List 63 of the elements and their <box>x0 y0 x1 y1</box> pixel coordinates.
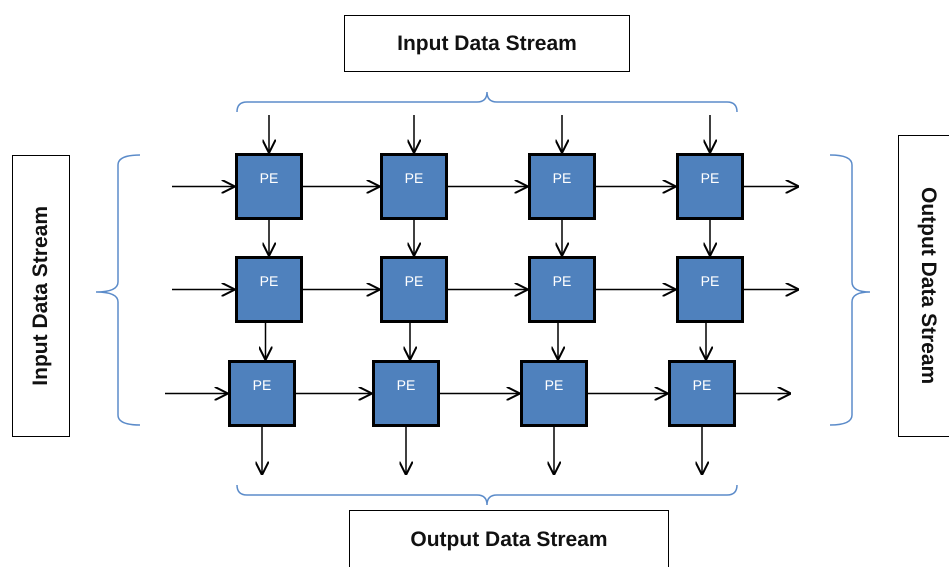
stream-label: Output Data Stream <box>916 187 940 385</box>
arrow <box>448 178 530 194</box>
arrow <box>172 178 236 194</box>
arrow <box>261 115 277 154</box>
arrow <box>165 386 230 402</box>
pe-label: PE <box>692 377 712 393</box>
pe-label: PE <box>260 273 278 289</box>
arrow <box>303 178 382 194</box>
arrow <box>172 282 236 298</box>
stream-label: Input Data Stream <box>29 206 53 386</box>
arrow <box>448 282 530 298</box>
processing-element-box <box>528 256 596 323</box>
pe-label: PE <box>404 170 424 186</box>
arrow <box>702 220 718 258</box>
processing-element-box <box>235 256 303 323</box>
arrow <box>554 220 570 258</box>
arrow <box>736 386 792 402</box>
processing-element-box <box>380 256 448 323</box>
pe-label: PE <box>552 273 572 289</box>
arrow <box>694 427 710 476</box>
processing-element-box <box>668 360 736 427</box>
stream-box <box>12 155 70 437</box>
arrow <box>402 323 418 362</box>
arrow <box>440 386 522 402</box>
processing-element-box <box>380 153 448 220</box>
arrow <box>702 115 718 154</box>
arrow <box>744 178 800 194</box>
pe-label: PE <box>700 170 720 186</box>
arrow <box>261 220 277 258</box>
arrow <box>303 282 382 298</box>
stream-box <box>344 15 630 72</box>
processing-element-box <box>676 256 744 323</box>
processing-element-box <box>528 153 596 220</box>
arrow <box>546 427 562 476</box>
arrow <box>254 427 270 476</box>
processing-element-box <box>372 360 440 427</box>
processing-element-box <box>676 153 744 220</box>
arrow <box>550 323 566 362</box>
stream-label: Output Data Stream <box>410 528 608 552</box>
arrow <box>744 282 800 298</box>
pe-label: PE <box>544 377 564 393</box>
pe-label: PE <box>396 377 416 393</box>
arrow <box>296 386 374 402</box>
stream-box <box>898 135 949 437</box>
pe-label: PE <box>700 273 720 289</box>
arrow <box>406 220 422 258</box>
stream-label: Input Data Stream <box>397 32 577 56</box>
pe-label: PE <box>404 273 424 289</box>
stream-box <box>349 510 669 567</box>
arrow <box>698 323 714 362</box>
arrow <box>398 427 414 476</box>
arrow <box>258 323 274 362</box>
pe-label: PE <box>252 377 272 393</box>
processing-element-box <box>228 360 296 427</box>
arrow <box>588 386 670 402</box>
arrow <box>596 178 678 194</box>
arrow <box>554 115 570 154</box>
processing-element-box <box>520 360 588 427</box>
pe-label: PE <box>260 170 278 186</box>
arrow <box>596 282 678 298</box>
processing-element-box <box>235 153 303 220</box>
pe-label: PE <box>552 170 572 186</box>
arrow <box>406 115 422 154</box>
